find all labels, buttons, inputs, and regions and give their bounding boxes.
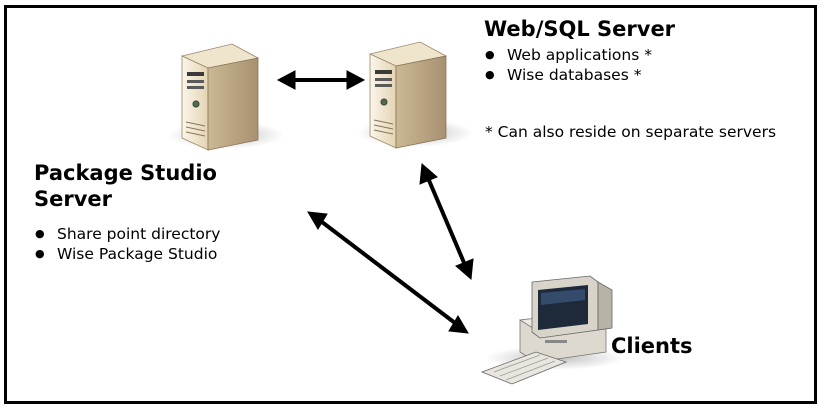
web-sql-server-title: Web/SQL Server bbox=[484, 17, 676, 41]
web-sql-server-icon bbox=[357, 41, 473, 149]
client-computer-icon bbox=[480, 275, 625, 385]
package-studio-server-icon bbox=[168, 43, 284, 151]
arrow-servers-link bbox=[276, 70, 366, 90]
list-item: Wise databases * bbox=[485, 65, 652, 85]
web-sql-server-note: * Can also reside on separate servers bbox=[485, 123, 777, 141]
package-studio-server-title: Package Studio Server bbox=[34, 161, 217, 211]
list-item: Web applications * bbox=[485, 45, 652, 65]
list-item: Share point directory bbox=[35, 224, 220, 244]
list-item: Wise Package Studio bbox=[35, 244, 220, 264]
clients-label: Clients bbox=[611, 334, 693, 358]
package-studio-server-list: Share point directory Wise Package Studi… bbox=[35, 224, 220, 264]
arrow-package-server-to-clients bbox=[307, 211, 469, 334]
arrow-web-server-to-clients bbox=[419, 162, 474, 281]
web-sql-server-list: Web applications * Wise databases * bbox=[485, 45, 652, 85]
